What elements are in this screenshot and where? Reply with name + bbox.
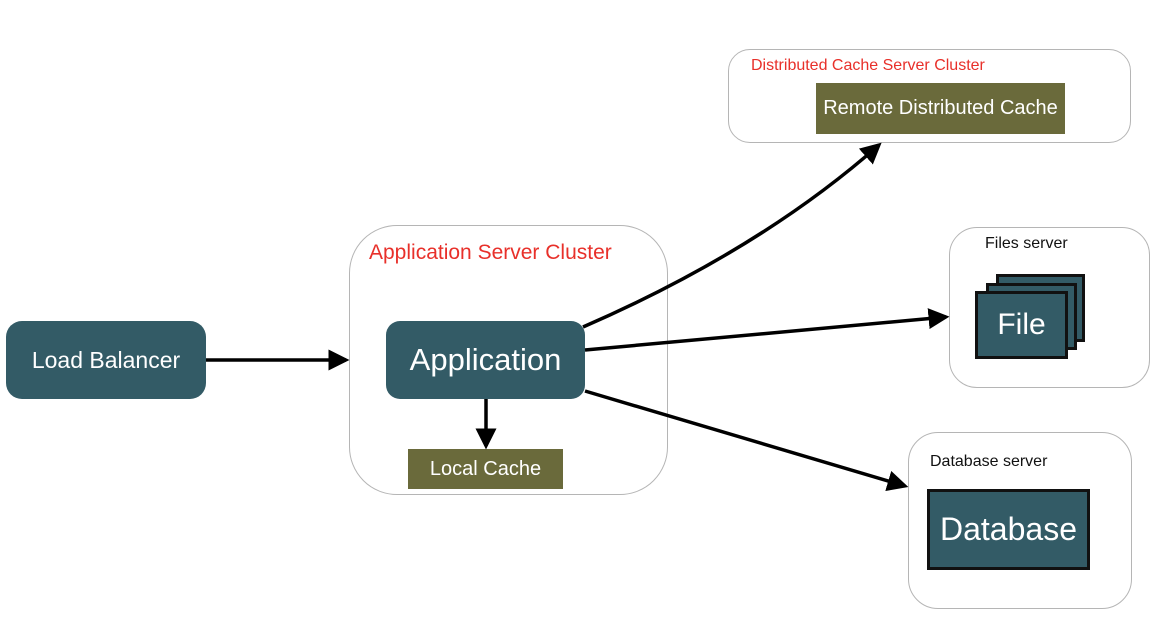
distributed-cache-cluster-label: Distributed Cache Server Cluster — [751, 57, 985, 74]
local-cache-node: Local Cache — [408, 449, 563, 489]
app-server-cluster-label: Application Server Cluster — [369, 241, 612, 264]
database-server-label: Database server — [930, 453, 1048, 470]
remote-distributed-cache-node: Remote Distributed Cache — [816, 83, 1065, 134]
edge-application-to-file — [584, 308, 950, 352]
database-node: Database — [927, 489, 1090, 570]
file-node: File — [975, 291, 1068, 359]
edge-application-to-remote-cache — [582, 142, 882, 329]
files-server-label: Files server — [985, 235, 1068, 252]
application-node: Application — [386, 321, 585, 399]
edge-application-to-database — [584, 389, 909, 492]
load-balancer-node: Load Balancer — [6, 321, 206, 399]
